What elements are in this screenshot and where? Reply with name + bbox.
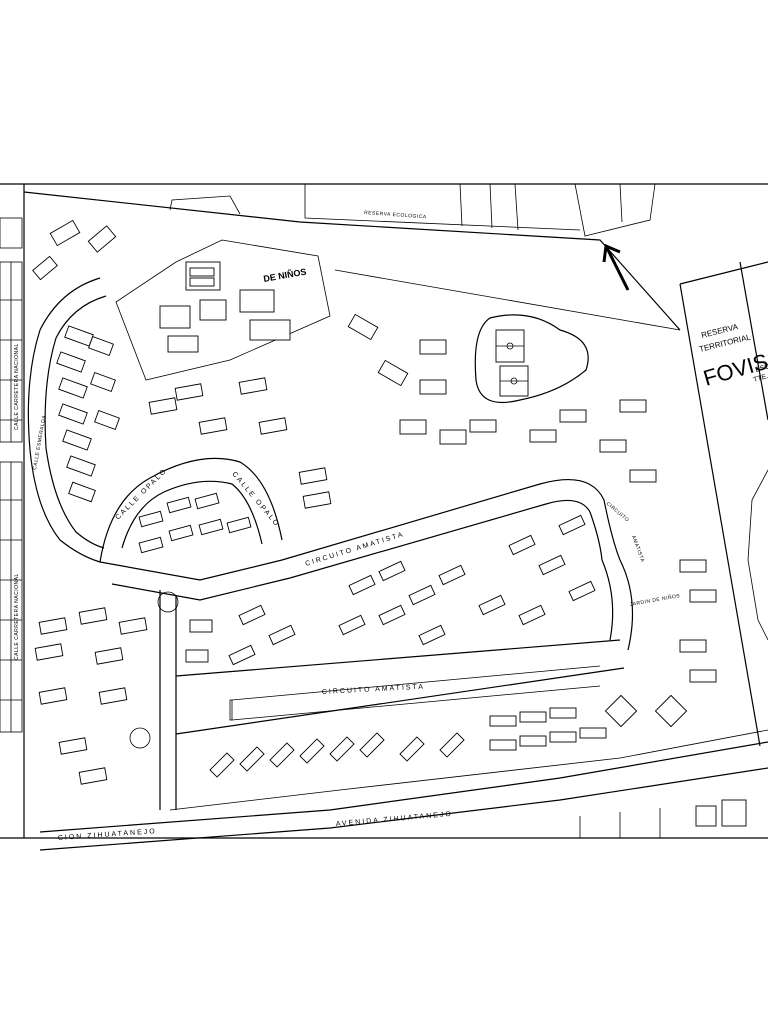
kindergarten-top [115, 239, 331, 381]
label-calle-carretera-1: CALLE CARRETERA NACIONAL [14, 343, 20, 430]
left-street-grid [0, 217, 23, 733]
label-tte: TTE. [753, 373, 768, 384]
top-reserve-area [23, 183, 681, 331]
label-avenida-zihuatanejo: AVENIDA ZIHUATANEJO [336, 811, 454, 828]
label-prolongacion-zihuatanejo: CION ZIHUATANEJO [58, 828, 157, 842]
road-network [27, 277, 768, 851]
label-esc: ESC [755, 363, 768, 374]
map-labels: RESERVA ECOLOGICA DE NIÑOS RESERVA TERRI… [14, 210, 768, 842]
label-circuito-right-2: AMATISTA [630, 535, 645, 564]
label-circuito-amatista-2: CIRCUITO AMATISTA [322, 684, 425, 696]
map-frame [0, 183, 768, 839]
residential-lots [32, 219, 747, 838]
fovissste-block [679, 261, 768, 747]
label-calle-carretera-2: CALLE CARRETERA NACIONAL [14, 573, 20, 660]
label-reserva-ecologica: RESERVA ECOLOGICA [364, 210, 427, 220]
north-arrow-icon [602, 243, 630, 291]
label-de-ninos: DE NIÑOS [263, 267, 308, 284]
sports-fields [474, 314, 589, 404]
label-jardin-ninos: JARDIN DE NIÑOS [629, 592, 681, 608]
